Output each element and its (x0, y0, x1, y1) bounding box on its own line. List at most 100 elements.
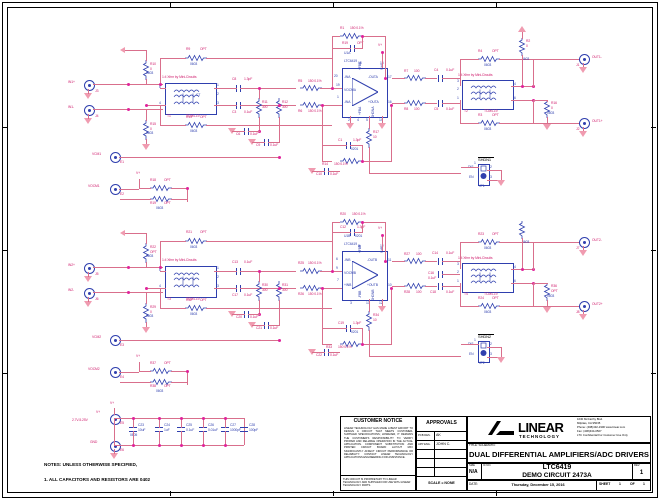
company-address-line: Fax: (408)434-0507 (577, 429, 602, 433)
wire (146, 262, 147, 268)
connector-vcm2-ref: E3 (120, 343, 124, 347)
connector-out1-plus[interactable] (579, 118, 590, 129)
resistor-r34-value: 10 (373, 318, 377, 322)
wire (533, 242, 534, 270)
connector-in1-minus[interactable] (84, 105, 95, 116)
wire (160, 308, 186, 309)
wire (501, 347, 502, 358)
overline (478, 157, 494, 158)
connector-out2-minus-ref: J7 (576, 246, 580, 250)
transformer-t2-part: TCM4-19 (484, 109, 498, 113)
resistor-r23-pkg: 0603 (484, 246, 492, 250)
resistor-r4-symbol (478, 55, 500, 63)
resistor-r3-ref: R3 (478, 113, 483, 117)
customer-notice-heading: CUSTOMER NOTICE (353, 418, 403, 424)
resistor-r3-symbol (478, 119, 500, 127)
junction (321, 287, 324, 290)
page-title: DUAL DIFFERENTIAL AMPLIFIERS/ADC DRIVERS (468, 450, 649, 459)
capacitor-c14-value: 0.1uF (446, 251, 455, 255)
resistor-r10-ref: R10 (150, 62, 156, 66)
approvals-row-value: AK (436, 433, 441, 437)
rev-label: REV. (634, 464, 641, 467)
connector-out1-minus[interactable] (579, 54, 590, 65)
frame-tick (170, 2, 171, 7)
wire (583, 246, 584, 251)
resistor-r37-value: OPT (164, 361, 171, 365)
wire (511, 100, 533, 101)
frame-tick (651, 250, 656, 251)
company-cell (467, 416, 651, 443)
capacitor-c25-ref: C25 (186, 423, 192, 427)
connector-out1-plus-label: OUT1+ (592, 119, 603, 123)
junction (186, 370, 189, 373)
wire (533, 123, 583, 124)
wire (328, 171, 340, 172)
wire (146, 105, 166, 106)
resistor-r21-symbol (185, 237, 207, 245)
connector-in2-plus-label: IN2+ (68, 263, 75, 267)
company-name: LINEAR (518, 420, 564, 435)
wire (583, 310, 584, 315)
resistor-r30-symbol (255, 281, 263, 301)
capacitor-c19-pkg: 0201 (351, 330, 359, 334)
ic-u1b-pin-num: 6 (336, 257, 338, 261)
wire (160, 241, 161, 267)
capacitor-c1-ref: R19 (342, 41, 348, 45)
frame-tick (333, 2, 334, 7)
resistor-r19-ref: R19 (150, 201, 156, 205)
capacitor-c8-ref: C1 (338, 138, 343, 142)
company-address-line: LTC Confidential For Customer Use Only (577, 433, 628, 437)
connector-in2-plus[interactable] (84, 263, 95, 274)
wire (350, 328, 362, 329)
junction (381, 234, 384, 237)
title-cell (467, 443, 651, 463)
connector-out2-minus[interactable] (579, 237, 590, 248)
capacitor-c20-value: 0.1uF (250, 315, 259, 319)
transformer-t2-pin3: 3 (457, 79, 459, 83)
wire (362, 36, 363, 49)
ic-u1a-ref: U1A (344, 51, 351, 55)
wire (392, 78, 405, 79)
junction (521, 268, 524, 271)
rail-vplus-label: V+ (136, 171, 141, 175)
capacitor-c22-ref: C22 (316, 353, 322, 357)
wire (206, 308, 332, 309)
wire (171, 188, 187, 189)
resistor-r9-ref: R9 (186, 47, 191, 51)
resistor-r23-value: OPT (492, 232, 499, 236)
ic-u1b-pin-num: 9 (336, 266, 338, 270)
resistor-r29-symbol (142, 303, 150, 323)
wire (146, 139, 147, 145)
resistor-r28-symbol (404, 282, 426, 290)
capacitor-c24-ref: C24 (164, 423, 170, 427)
rail-vplus-label: V+ (136, 354, 141, 358)
capacitor-c25-value: 0.1uF (186, 428, 195, 432)
wire (160, 241, 186, 242)
wire (425, 78, 437, 79)
connector-gnd[interactable] (110, 441, 121, 452)
capacitor-c19-value: 1.3pF (353, 321, 362, 325)
resistor-r33-symbol (340, 340, 362, 348)
wire (533, 306, 583, 307)
resistor-r4-value: OPT (492, 49, 499, 53)
resistor-r26-ref: R26 (298, 292, 304, 296)
connector-in1-plus[interactable] (84, 80, 95, 91)
wire (460, 123, 479, 124)
wire (312, 171, 317, 172)
ic-u1a-pin-num: 14 (379, 118, 383, 122)
connector-vplus[interactable] (110, 414, 121, 425)
transformer-t1-note: 1:4 Xfmr by Mini-Circuits (162, 75, 197, 79)
connector-in2-minus[interactable] (84, 288, 95, 299)
junction (361, 35, 364, 38)
connector-out2-plus[interactable] (579, 301, 590, 312)
wire (259, 271, 260, 282)
wire (232, 288, 237, 289)
wire (181, 431, 182, 445)
capacitor-c6-value: 0.1uF (244, 110, 253, 114)
approvals-row-label: APP ENG. (418, 443, 431, 446)
wire (460, 283, 461, 307)
wire (146, 292, 147, 304)
title-label: TITLE: SCHEMATIC (469, 443, 496, 447)
capacitor-c17-value: 0.1uF (244, 293, 253, 297)
resistor-r27-ref: R27 (404, 252, 410, 256)
